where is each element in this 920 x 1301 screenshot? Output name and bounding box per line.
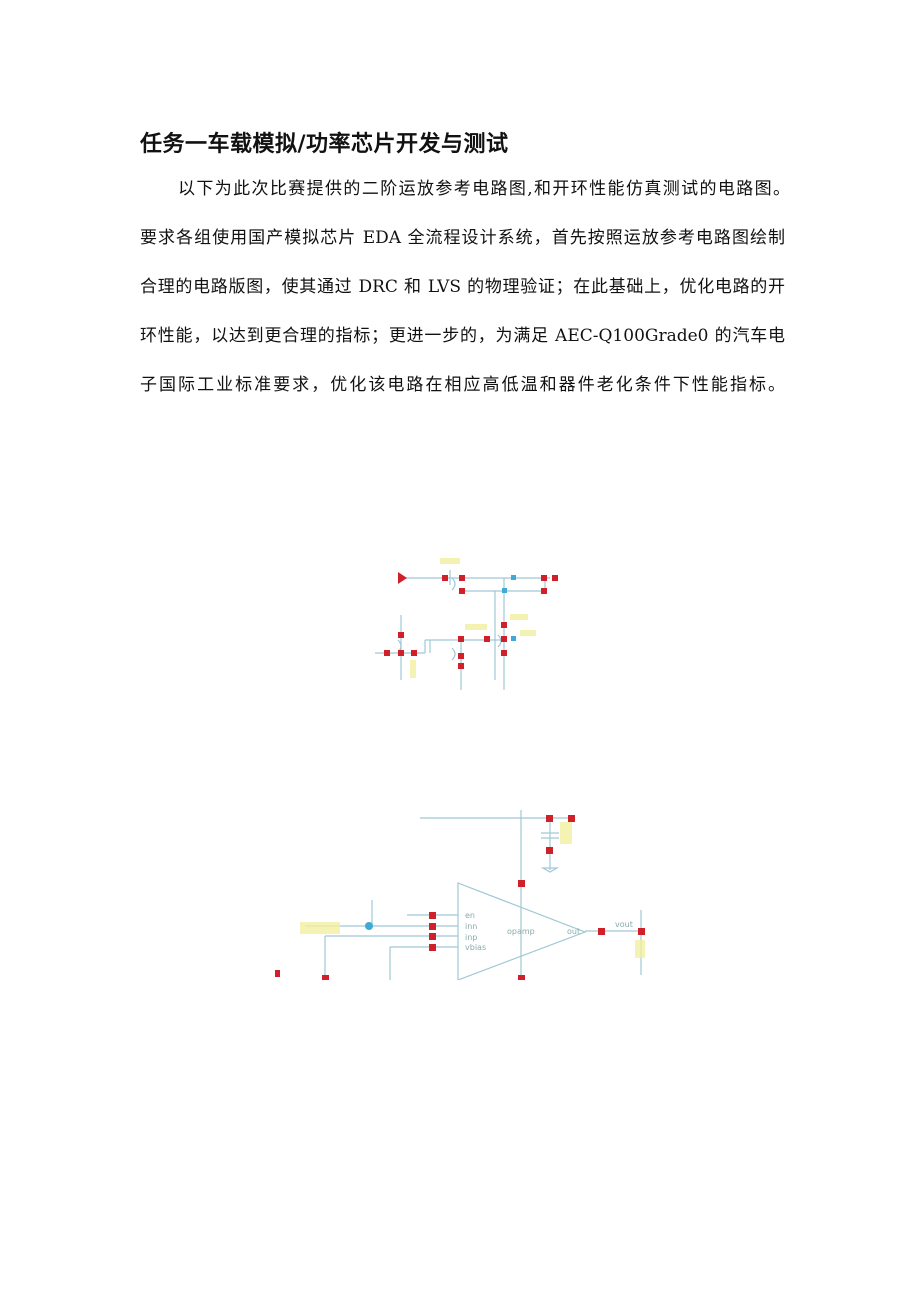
open-loop-test-schematic: en inn inp vbias opamp out vout <box>275 810 645 980</box>
paragraph-line: 要求各组使用国产模拟芯片 EDA 全流程设计系统，首先按照运放参考电路图绘制 <box>140 228 785 248</box>
block-label: opamp <box>507 927 535 936</box>
pin-label-inn: inn <box>465 922 477 931</box>
pin-label-vbias: vbias <box>465 943 486 952</box>
pin-label-inp: inp <box>465 933 477 942</box>
output-pin-label: out <box>567 927 580 936</box>
paragraph-line: 环性能，以达到更合理的指标；更进一步的，为满足 AEC-Q100Grade0 的… <box>140 326 785 346</box>
paragraph-line: 合理的电路版图，使其通过 DRC 和 LVS 的物理验证；在此基础上，优化电路的… <box>140 277 785 297</box>
output-net-label: vout <box>615 920 633 929</box>
opamp-reference-schematic <box>375 558 558 690</box>
paragraph-line: 以下为此次比赛提供的二阶运放参考电路图,和开环性能仿真测试的电路图。 <box>178 179 790 199</box>
page-title: 任务一车载模拟/功率芯片开发与测试 <box>140 132 509 157</box>
paragraph-line: 子国际工业标准要求，优化该电路在相应高低温和器件老化条件下性能指标。 <box>140 375 785 395</box>
pin-label-en: en <box>465 911 475 920</box>
